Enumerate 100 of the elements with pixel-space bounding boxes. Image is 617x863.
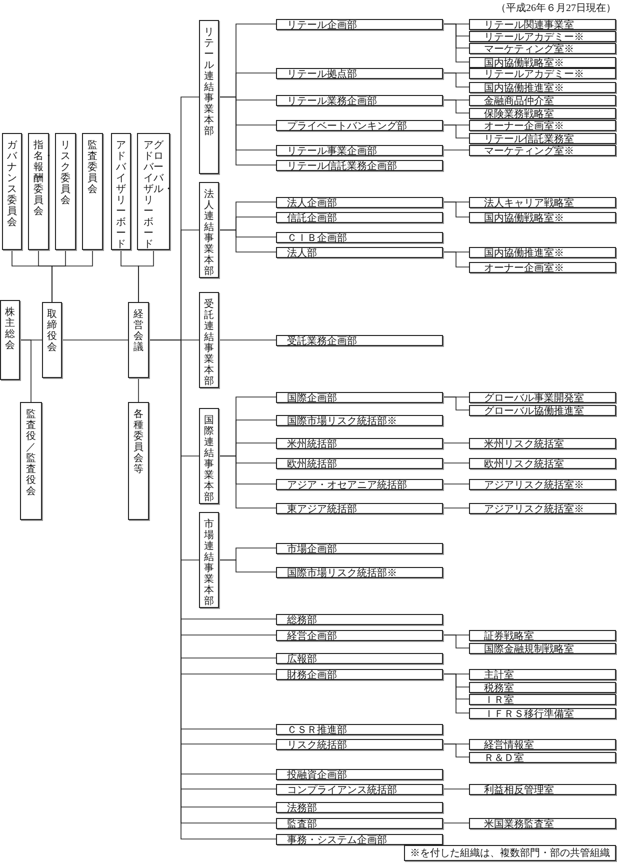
office-box: 金融商品仲介室 [469,94,616,106]
office-box: アジアリスク統括室※ [469,502,616,514]
department-box: 法人部 [276,246,443,258]
department-box: 財務企画部 [276,668,443,680]
connector-line [442,124,470,138]
department-box: 監査部 [276,818,443,828]
org-box: 経営会議 [128,302,149,378]
date-note: （平成26年６月27日現在） [496,2,616,15]
department-box: リスク統括部 [276,738,443,750]
org-box: グローバル・アドバイザリーボード [137,133,170,250]
connector-line [442,24,470,62]
connector-line [138,378,139,402]
department-box: 欧州統括部 [276,458,443,468]
office-box: 法人キャリア戦略室 [469,196,616,208]
department-box: 国際企画部 [276,392,443,402]
office-box: 保険業務戦略室 [469,108,616,118]
department-box: コンプライアンス統括部 [276,784,443,794]
connector-line [138,250,154,302]
office-box: オーナー企画室※ [469,262,616,272]
office-box: 証券戦略室 [469,630,616,640]
office-box: 米州リスク統括室 [469,438,616,448]
org-box: アドバイザリーボード [111,133,131,250]
department-box: ＣＳＲ推進部 [276,724,443,734]
office-box: グローバル協働推進室 [469,404,616,416]
office-box: 国内協働推進室※ [469,82,616,92]
connector-line [442,252,470,268]
office-box: アジアリスク統括室※ [469,478,616,490]
division-box: 受託連結事業本部 [199,292,219,388]
connector-line [218,456,276,508]
connector-line [218,560,276,572]
connector-line [442,442,470,444]
connector-line [218,230,276,252]
department-box: 広報部 [276,652,443,664]
office-box: リテールアカデミー※ [469,68,616,78]
office-box: 欧州リスク統括室 [469,458,616,468]
department-box: アジア・オセアニア統括部 [276,478,443,490]
department-box: ＣＩＢ企画部 [276,232,443,242]
connector-line [442,72,470,88]
connector-line [442,100,470,114]
org-box: 株主総会 [0,300,20,380]
division-box: 法人連結事業本部 [199,182,219,278]
office-box: マーケティング室※ [469,144,616,156]
office-box: マーケティング室※ [469,42,616,54]
office-box: 国際金融規制戦略室 [469,642,616,654]
department-box: 信託企画部 [276,212,443,222]
note-box: ※を付した組織は、複数部門・部の共管組織 [404,845,616,861]
office-box: 利益相反管理室 [469,784,616,794]
department-box: 東アジア統括部 [276,502,443,514]
org-box: 指名・報酬委員会 [28,133,49,250]
department-box: リテール事業企画部 [276,144,443,156]
office-box: 主計室 [469,668,616,680]
department-box: プライベートバンキング部 [276,120,443,130]
org-box: 取締役会 [42,302,62,378]
org-box: リスク委員会 [55,133,76,250]
department-box: 法務部 [276,802,443,812]
office-box: オーナー企画室※ [469,120,616,130]
connector-line [442,744,470,758]
connector-line [218,96,276,166]
department-box: リテール拠点部 [276,68,443,78]
connector-line [442,674,470,714]
office-box: 国内協働推進室※ [469,246,616,258]
department-box: リテール企画部 [276,18,443,30]
office-box: 国内協働戦略室※ [469,56,616,68]
department-box: 総務部 [276,614,443,624]
office-box: ＩＲ室 [469,694,616,704]
department-box: 投融資企画部 [276,768,443,780]
connector-line [442,396,470,410]
office-box: ＩＦＲＳ移行準備室 [469,708,616,718]
department-box: 国際市場リスク統括部※ [276,566,443,578]
connector-line [442,788,470,790]
division-box: 市場連結事業本部 [199,512,219,608]
office-box: Ｒ＆Ｄ室 [469,752,616,762]
office-box: 国内協働戦略室※ [469,212,616,222]
connector-line [20,340,32,402]
department-box: 米州統括部 [276,438,443,448]
department-box: リテール業務企画部 [276,94,443,106]
office-box: グローバル事業開発室 [469,392,616,402]
department-box: 法人企画部 [276,196,443,208]
connector-line [442,462,470,464]
department-box: 国際市場リスク統括部※ [276,414,443,426]
division-box: 国際連結事業本部 [199,408,219,504]
office-box: 経営情報室 [469,738,616,750]
department-box: 受託業務企画部 [276,334,443,346]
department-box: 市場企画部 [276,542,443,554]
division-box: リテール連結事業本部 [199,20,219,174]
office-box: 税務室 [469,682,616,692]
office-box: リテール信託業務室 [469,132,616,144]
office-box: リテール関連事業室 [469,18,616,30]
department-box: 事務・システム企画部 [276,834,443,844]
org-box: ガバナンス委員会 [2,133,22,250]
department-box: リテール信託業務企画部 [276,160,443,170]
connector-line [442,634,470,648]
connector-line [442,202,470,218]
connector-line [52,250,93,302]
department-box: 経営企画部 [276,630,443,640]
office-box: リテールアカデミー※ [469,30,616,42]
org-box: 監査委員会 [82,133,103,250]
org-box: 監査役／監査役会 [20,402,42,520]
connector-line [442,822,470,824]
org-box: 各種委員会等 [128,402,149,520]
